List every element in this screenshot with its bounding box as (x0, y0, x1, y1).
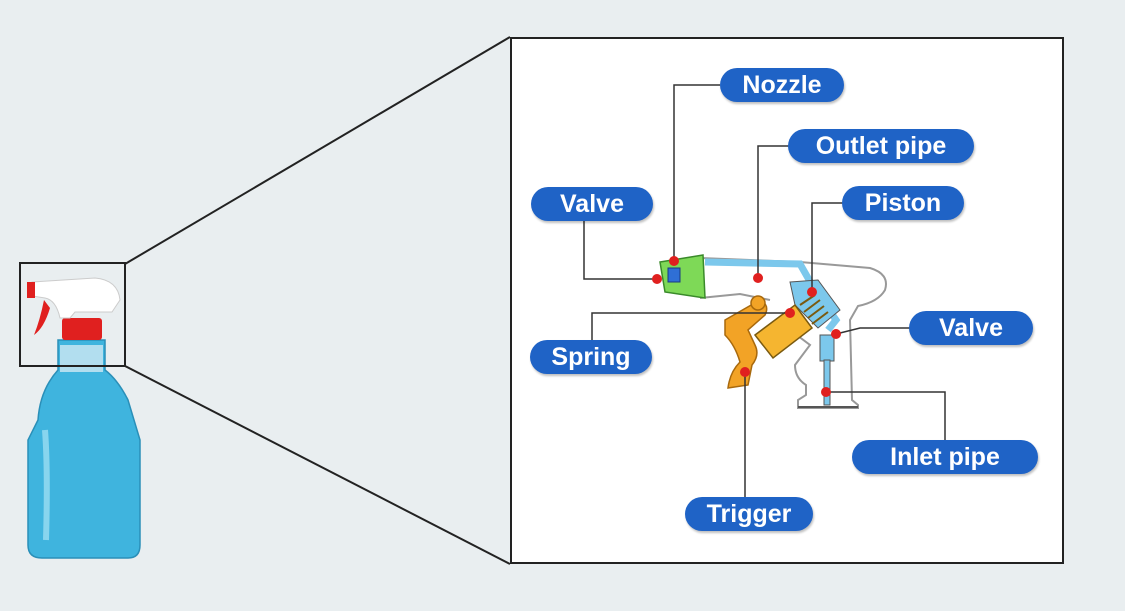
label-valve-left: Valve (531, 187, 653, 221)
leader-valve-right (835, 327, 910, 335)
marker-valve-right (831, 329, 841, 339)
marker-inlet-pipe (821, 387, 831, 397)
valve-chamber (819, 334, 835, 362)
bottle-cap (62, 318, 102, 340)
markers (652, 256, 841, 397)
marker-valve-left (652, 274, 662, 284)
label-piston: Piston (842, 186, 964, 220)
spray-bottle (27, 277, 141, 559)
sprayer-tip (27, 282, 35, 298)
spring-piston-block (753, 303, 814, 360)
label-trigger: Trigger (685, 497, 813, 531)
spring-coils (799, 294, 829, 325)
marker-outlet-pipe (753, 273, 763, 283)
mechanism-diagram-panel (510, 37, 1064, 564)
marker-piston (807, 287, 817, 297)
leader-lines (583, 84, 946, 498)
leader-piston (811, 202, 843, 292)
sprayer-head (31, 277, 121, 319)
leader-spring (591, 312, 790, 340)
marker-nozzle (669, 256, 679, 266)
leader-outlet-pipe (757, 145, 790, 278)
label-valve-right: Valve (909, 311, 1033, 345)
label-inlet-pipe: Inlet pipe (852, 440, 1038, 474)
leader-nozzle (673, 84, 720, 261)
leader-inlet-pipe (826, 391, 946, 440)
inlet-pipe-part (823, 359, 831, 406)
zoom-line-top (124, 36, 511, 265)
marker-trigger (740, 367, 750, 377)
label-spring: Spring (530, 340, 652, 374)
bottle-highlight (42, 429, 50, 541)
bottle-body (27, 339, 141, 559)
zoom-line-bottom (124, 365, 511, 565)
trigger-pivot (750, 295, 766, 311)
leader-valve-left (583, 220, 657, 280)
nozzle-valve-part (667, 267, 681, 283)
label-outlet-pipe: Outlet pipe (788, 129, 974, 163)
zoom-box (19, 262, 126, 367)
marker-spring (785, 308, 795, 318)
trigger-part (724, 299, 768, 389)
label-nozzle: Nozzle (720, 68, 844, 102)
sprayer-trigger (34, 300, 50, 335)
nozzle-part (659, 254, 706, 299)
